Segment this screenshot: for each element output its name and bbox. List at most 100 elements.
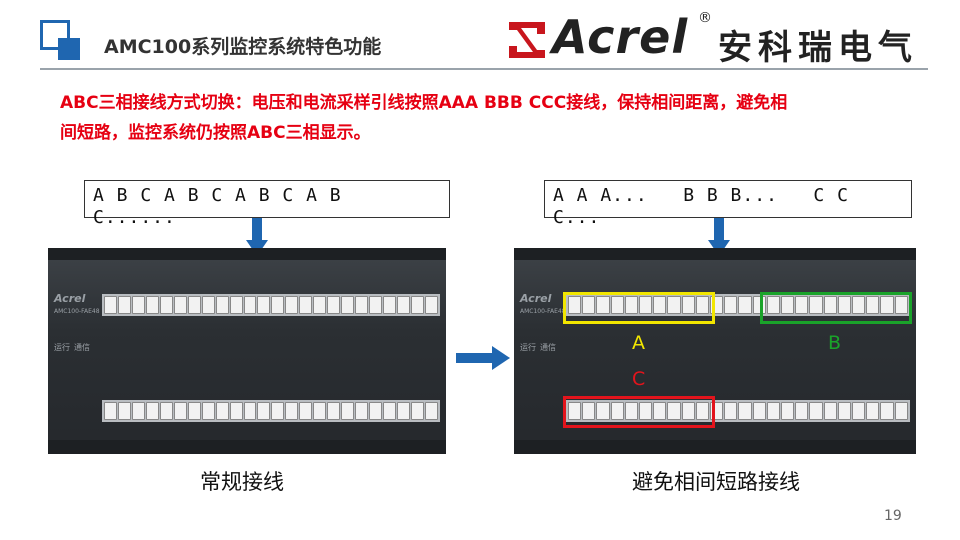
- device-run-led-label: 运行: [520, 343, 536, 352]
- terminal-block: [201, 296, 215, 314]
- terminal-block: [809, 402, 823, 420]
- terminal-block: [624, 296, 639, 314]
- brand-chinese-name: 安科瑞电气: [718, 28, 918, 68]
- acrel-logo-icon: [509, 22, 545, 58]
- terminal-block: [568, 296, 582, 314]
- left-device: Acrel AMC100-FAE48 运行 通信: [48, 248, 446, 454]
- terminal-block: [187, 402, 201, 420]
- right-sequence-box: A A A... B B B... C C C...: [544, 180, 912, 228]
- terminal-block: [285, 296, 299, 314]
- right-arrow-icon: [456, 346, 510, 370]
- device-comm-led-label: 通信: [540, 343, 556, 352]
- terminal-block: [215, 296, 229, 314]
- terminal-block: [369, 402, 383, 420]
- left-caption: 常规接线: [200, 470, 284, 494]
- terminal-block: [424, 296, 438, 314]
- terminal-block: [795, 296, 809, 314]
- page-number: 19: [884, 508, 902, 524]
- terminal-block: [837, 296, 852, 314]
- terminal-block: [215, 402, 229, 420]
- terminal-block: [738, 402, 752, 420]
- terminal-block: [880, 402, 894, 420]
- terminal-block: [852, 402, 866, 420]
- terminal-block: [639, 296, 653, 314]
- left-sequence-line-2: C......: [93, 207, 176, 228]
- terminal-block: [299, 402, 313, 420]
- terminal-block: [355, 296, 369, 314]
- terminal-block: [837, 402, 852, 420]
- device-lower-terminal-row: [102, 400, 440, 422]
- left-sequence-box: A B C A B C A B C A B C......: [84, 180, 450, 228]
- device-upper-terminal-row: [566, 294, 910, 316]
- brand-registered-mark: ®: [698, 10, 712, 26]
- terminal-block: [752, 402, 766, 420]
- terminal-block: [610, 296, 624, 314]
- terminal-block: [781, 296, 795, 314]
- device-top-strip: [48, 248, 446, 260]
- terminal-block: [823, 296, 837, 314]
- terminal-block: [131, 296, 145, 314]
- terminal-block: [823, 402, 837, 420]
- terminal-block: [173, 296, 187, 314]
- device-lower-terminal-row: [566, 400, 910, 422]
- terminal-block: [355, 402, 369, 420]
- terminal-block: [724, 402, 738, 420]
- brand-name: Acrel: [552, 10, 689, 64]
- terminal-block: [766, 296, 781, 314]
- terminal-block: [341, 296, 355, 314]
- terminal-block: [229, 296, 243, 314]
- terminal-block: [243, 296, 257, 314]
- terminal-block: [341, 402, 355, 420]
- terminal-block: [159, 402, 173, 420]
- group-a-highlight: [563, 292, 715, 324]
- device-bottom-strip: [514, 440, 916, 454]
- terminal-block: [738, 296, 752, 314]
- terminal-block: [639, 402, 653, 420]
- device-logo: Acrel: [54, 292, 86, 305]
- device-comm-led-label: 通信: [74, 343, 90, 352]
- description-line-2: 间短路，监控系统仍按照ABC三相显示。: [60, 123, 371, 143]
- terminal-block: [145, 402, 159, 420]
- description-line-1: ABC三相接线方式切换：电压和电流采样引线按照AAA BBB CCC接线，保持相…: [60, 93, 788, 113]
- terminal-block: [159, 296, 173, 314]
- right-caption: 避免相间短路接线: [632, 470, 800, 494]
- header-divider: [40, 68, 928, 70]
- terminal-block: [327, 296, 341, 314]
- terminal-block: [894, 296, 908, 314]
- device-model: AMC100-FAE48: [54, 308, 100, 315]
- terminal-block: [327, 402, 341, 420]
- device-bottom-strip: [48, 440, 446, 454]
- group-a-label: A: [632, 332, 645, 354]
- terminal-block: [568, 402, 582, 420]
- terminal-block: [299, 296, 313, 314]
- terminal-block: [271, 402, 285, 420]
- terminal-block: [397, 296, 410, 314]
- terminal-block: [313, 296, 327, 314]
- terminal-block: [596, 296, 610, 314]
- terminal-block: [894, 402, 908, 420]
- terminal-block: [766, 402, 781, 420]
- slide-title: AMC100系列监控系统特色功能: [104, 36, 382, 58]
- terminal-block: [880, 296, 894, 314]
- terminal-block: [117, 296, 131, 314]
- group-b-highlight: [760, 292, 912, 324]
- terminal-block: [596, 402, 610, 420]
- terminal-block: [383, 296, 397, 314]
- description: ABC三相接线方式切换：电压和电流采样引线按照AAA BBB CCC接线，保持相…: [60, 88, 930, 148]
- terminal-block: [271, 296, 285, 314]
- terminal-block: [313, 402, 327, 420]
- terminal-block: [187, 296, 201, 314]
- terminal-block: [681, 402, 695, 420]
- device-run-led-label: 运行: [54, 343, 70, 352]
- terminal-block: [201, 402, 215, 420]
- terminal-block: [104, 402, 117, 420]
- terminal-block: [724, 296, 738, 314]
- group-b-label: B: [828, 332, 842, 354]
- terminal-block: [866, 402, 880, 420]
- terminal-block: [610, 402, 624, 420]
- group-c-label: C: [632, 368, 646, 390]
- terminal-block: [781, 402, 795, 420]
- terminal-block: [795, 402, 809, 420]
- terminal-block: [104, 296, 117, 314]
- terminal-block: [624, 402, 639, 420]
